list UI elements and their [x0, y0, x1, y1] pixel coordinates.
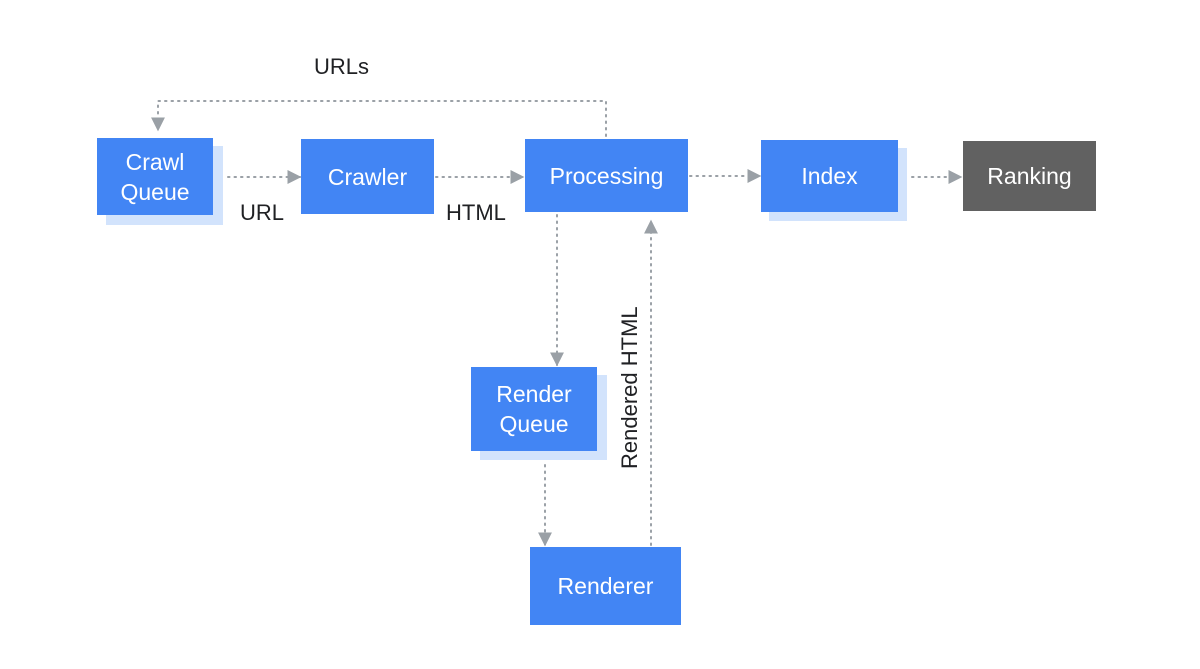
urls-edge-label: URLs: [314, 54, 370, 79]
crawl-queue-label-line1: Crawl: [125, 148, 185, 175]
crawl-queue-node: Crawl Queue: [97, 138, 213, 215]
render-queue-node: Render Queue: [471, 367, 597, 451]
processing-node: Processing: [525, 139, 688, 212]
rendered-html-edge-label: Rendered HTML: [617, 306, 642, 469]
crawl-queue-label-line2: Queue: [120, 178, 190, 205]
index-label: Index: [801, 163, 858, 189]
crawler-node: Crawler: [301, 139, 434, 214]
processing-label: Processing: [549, 162, 664, 189]
url-edge-label: URL: [240, 200, 285, 225]
renderer-label: Renderer: [557, 573, 654, 599]
render-queue-label-line1: Render: [496, 381, 572, 407]
index-node: Index: [761, 140, 898, 212]
renderer-node: Renderer: [530, 547, 681, 625]
ranking-label: Ranking: [987, 163, 1072, 189]
render-queue-label-line2: Queue: [499, 411, 569, 437]
urls-feedback-edge: [151, 100, 607, 137]
ranking-node: Ranking: [963, 141, 1096, 211]
html-edge-label: HTML: [446, 200, 506, 225]
crawler-label: Crawler: [327, 163, 408, 190]
